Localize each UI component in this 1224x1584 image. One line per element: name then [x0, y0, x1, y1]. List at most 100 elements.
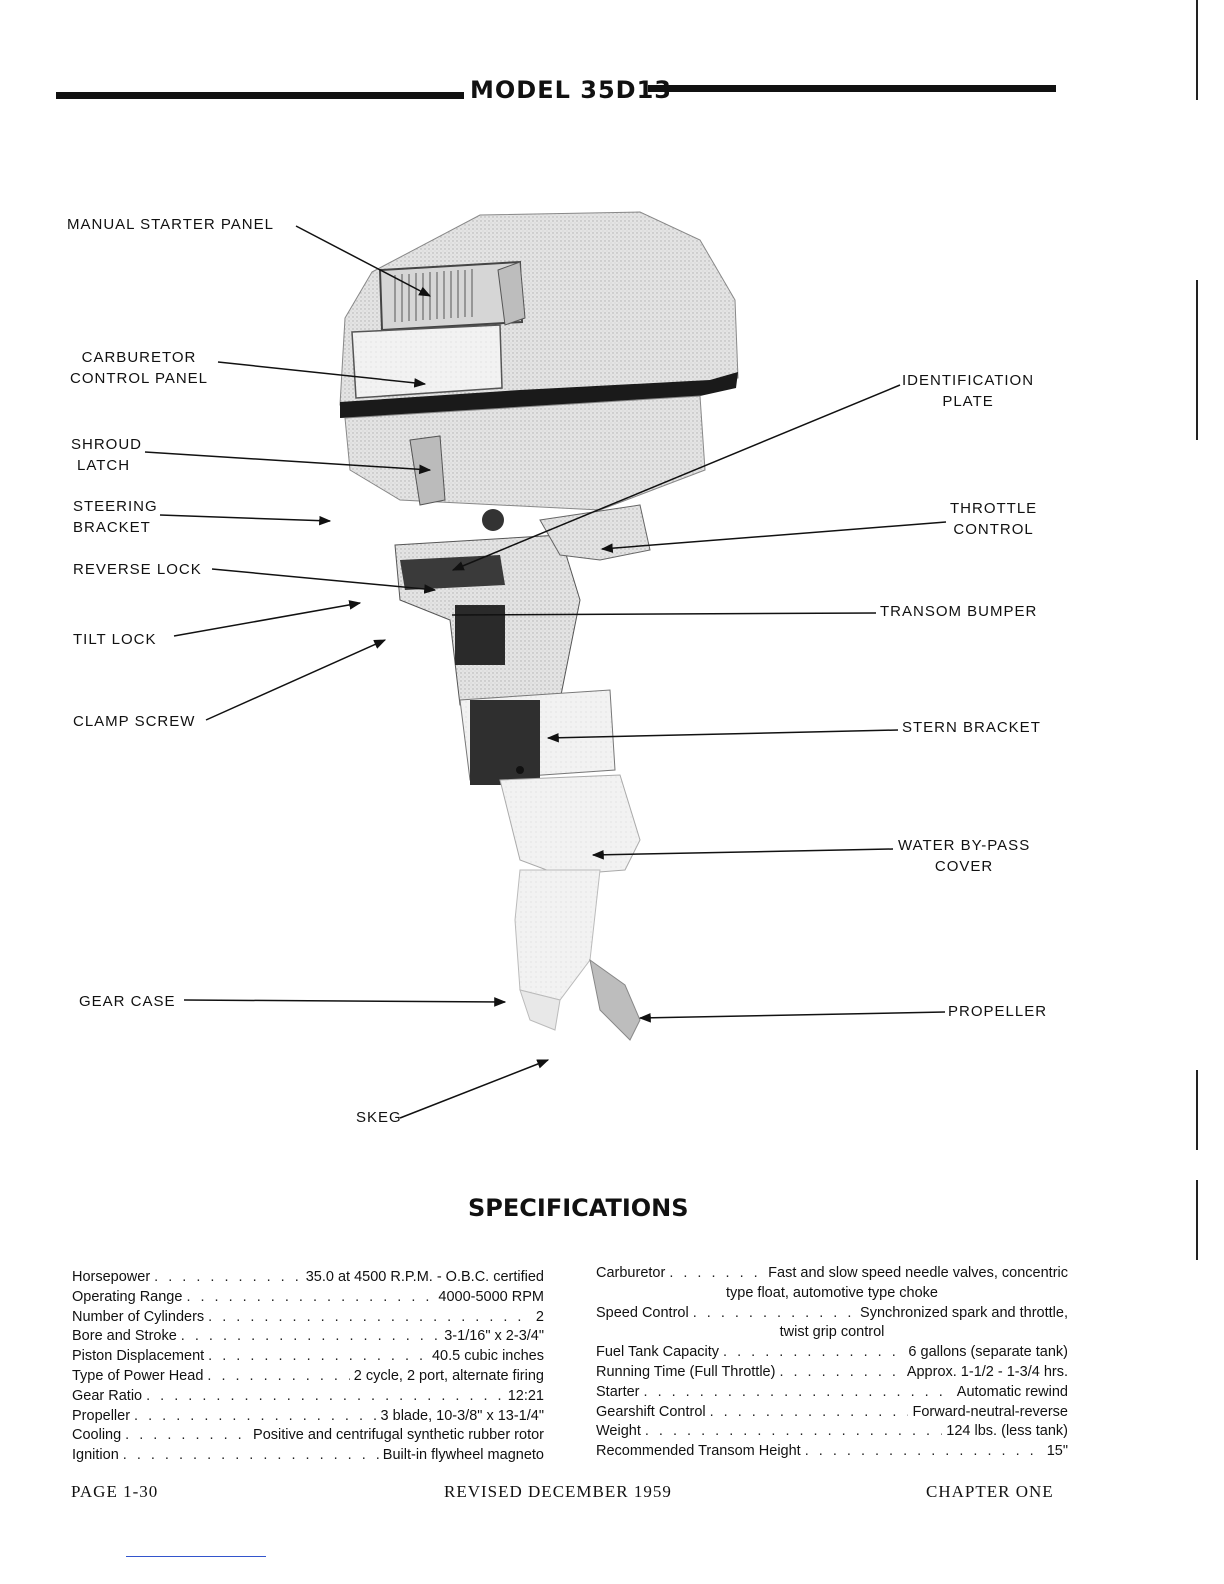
spec-row: Gear Ratio 12:21 — [72, 1387, 544, 1407]
spec-value: Positive and centrifugal synthetic rubbe… — [253, 1426, 544, 1446]
spec-leader-dots — [186, 1288, 434, 1308]
spec-value: 2 — [536, 1308, 544, 1328]
spec-leader-dots — [779, 1363, 902, 1383]
callout-propeller: PROPELLER — [948, 1001, 1047, 1022]
callout-line: CARBURETOR — [70, 347, 208, 368]
spec-row: Fuel Tank Capacity 6 gallons (separate ta… — [596, 1343, 1068, 1363]
callout-skeg: SKEG — [356, 1107, 402, 1128]
spec-value: Forward-neutral-reverse — [912, 1403, 1068, 1423]
leader-skeg — [400, 1060, 548, 1118]
spec-row: Piston Displacement 40.5 cubic inches — [72, 1347, 544, 1367]
spec-leader-dots — [710, 1403, 909, 1423]
spec-value: 124 lbs. (less tank) — [946, 1422, 1068, 1442]
specifications-title: SPECIFICATIONS — [468, 1194, 689, 1222]
spec-row: Speed Control Synchronized spark and thro… — [596, 1304, 1068, 1324]
spec-row: Carburetor Fast and slow speed needle val… — [596, 1264, 1068, 1284]
spec-leader-dots — [723, 1343, 904, 1363]
spec-leader-dots — [207, 1367, 349, 1387]
spec-label: Fuel Tank Capacity — [596, 1343, 719, 1363]
callout-transom-bumper: TRANSOM BUMPER — [880, 601, 1037, 622]
motor-hood — [340, 212, 738, 418]
spec-value: 6 gallons (separate tank) — [908, 1343, 1068, 1363]
callout-steering-bracket: STEERING BRACKET — [73, 496, 158, 538]
spec-value: 35.0 at 4500 R.P.M. - O.B.C. certified — [306, 1268, 544, 1288]
callout-line: LATCH — [71, 455, 142, 476]
scan-artifact-line — [126, 1556, 266, 1557]
spec-leader-dots — [154, 1268, 302, 1288]
spec-value: 2 cycle, 2 port, alternate firing — [354, 1367, 544, 1387]
spec-leader-dots — [644, 1383, 953, 1403]
callout-tilt-lock: TILT LOCK — [73, 629, 156, 650]
callout-gear-case: GEAR CASE — [79, 991, 176, 1012]
spec-label: Running Time (Full Throttle) — [596, 1363, 775, 1383]
leader-steering-bracket — [160, 515, 330, 521]
spec-label: Type of Power Head — [72, 1367, 203, 1387]
leader-throttle-control — [602, 522, 946, 549]
spec-value: Fast and slow speed needle valves, conce… — [768, 1264, 1068, 1284]
spec-value: 3-1/16" x 2-3/4" — [444, 1327, 544, 1347]
footer-page-number: PAGE 1-30 — [71, 1482, 158, 1502]
spec-leader-dots — [805, 1442, 1043, 1462]
spec-value-continuation: twist grip control — [596, 1323, 1068, 1343]
spec-row: Starter Automatic rewind — [596, 1383, 1068, 1403]
spec-value: 4000-5000 RPM — [438, 1288, 544, 1308]
spec-label: Bore and Stroke — [72, 1327, 177, 1347]
spec-value: 12:21 — [508, 1387, 544, 1407]
callout-line: SHROUD — [71, 434, 142, 455]
footer-revised-date: REVISED DECEMBER 1959 — [444, 1482, 672, 1502]
spec-label: Weight — [596, 1422, 641, 1442]
spec-label: Recommended Transom Height — [596, 1442, 801, 1462]
callout-throttle-control: THROTTLE CONTROL — [950, 498, 1037, 540]
spec-leader-dots — [669, 1264, 764, 1284]
spec-value: 3 blade, 10-3/8" x 13-1/4" — [381, 1407, 544, 1427]
spec-leader-dots — [693, 1304, 856, 1324]
spec-row: Weight 124 lbs. (less tank) — [596, 1422, 1068, 1442]
leader-gear-case — [184, 1000, 505, 1002]
callout-line: PLATE — [902, 391, 1034, 412]
spec-label: Piston Displacement — [72, 1347, 204, 1367]
footer-chapter: CHAPTER ONE — [926, 1482, 1054, 1502]
spec-leader-dots — [181, 1327, 440, 1347]
spec-label: Number of Cylinders — [72, 1308, 204, 1328]
callout-line: IDENTIFICATION — [902, 370, 1034, 391]
spec-row: Bore and Stroke 3-1/16" x 2-3/4" — [72, 1327, 544, 1347]
spec-row: IgnitionBuilt-in flywheel magneto — [72, 1446, 544, 1466]
spec-value: Automatic rewind — [957, 1383, 1068, 1403]
spec-leader-dots — [146, 1387, 504, 1407]
spec-row: Operating Range 4000-5000 RPM — [72, 1288, 544, 1308]
callout-line: CONTROL PANEL — [70, 368, 208, 389]
spec-value-continuation: type float, automotive type choke — [596, 1284, 1068, 1304]
spec-leader-dots — [208, 1347, 428, 1367]
callout-line: BRACKET — [73, 517, 158, 538]
spec-label: Operating Range — [72, 1288, 182, 1308]
callout-stern-bracket: STERN BRACKET — [902, 717, 1041, 738]
spec-value: 15" — [1047, 1442, 1068, 1462]
spec-label: Cooling — [72, 1426, 121, 1446]
spec-value: Approx. 1-1/2 - 1-3/4 hrs. — [907, 1363, 1068, 1383]
specifications-left-column: Horsepower 35.0 at 4500 R.P.M. - O.B.C. c… — [72, 1268, 544, 1466]
spec-row: Gearshift Control Forward-neutral-reverse — [596, 1403, 1068, 1423]
spec-leader-dots — [208, 1308, 532, 1328]
specifications-right-column: Carburetor Fast and slow speed needle val… — [596, 1264, 1068, 1462]
spec-label: Carburetor — [596, 1264, 665, 1284]
spec-label: Horsepower — [72, 1268, 150, 1288]
callout-line: WATER BY-PASS — [898, 835, 1030, 856]
callout-line: CONTROL — [950, 519, 1037, 540]
callout-line: STEERING — [73, 496, 158, 517]
callout-shroud-latch: SHROUD LATCH — [71, 434, 142, 476]
callout-carburetor-control-panel: CARBURETOR CONTROL PANEL — [70, 347, 208, 389]
spec-row: Number of Cylinders 2 — [72, 1308, 544, 1328]
spec-label: Gearshift Control — [596, 1403, 706, 1423]
spec-row: Horsepower 35.0 at 4500 R.P.M. - O.B.C. c… — [72, 1268, 544, 1288]
leader-clamp-screw — [206, 640, 385, 720]
spec-leader-dots — [123, 1446, 379, 1466]
spec-label: Speed Control — [596, 1304, 689, 1324]
spec-value: Synchronized spark and throttle, — [860, 1304, 1068, 1324]
spec-leader-dots — [134, 1407, 377, 1427]
spec-row: Cooling Positive and centrifugal syntheti… — [72, 1426, 544, 1446]
spec-row: Recommended Transom Height 15" — [596, 1442, 1068, 1462]
spec-label: Starter — [596, 1383, 640, 1403]
spec-label: Gear Ratio — [72, 1387, 142, 1407]
callout-line: THROTTLE — [950, 498, 1037, 519]
spec-value: 40.5 cubic inches — [432, 1347, 544, 1367]
